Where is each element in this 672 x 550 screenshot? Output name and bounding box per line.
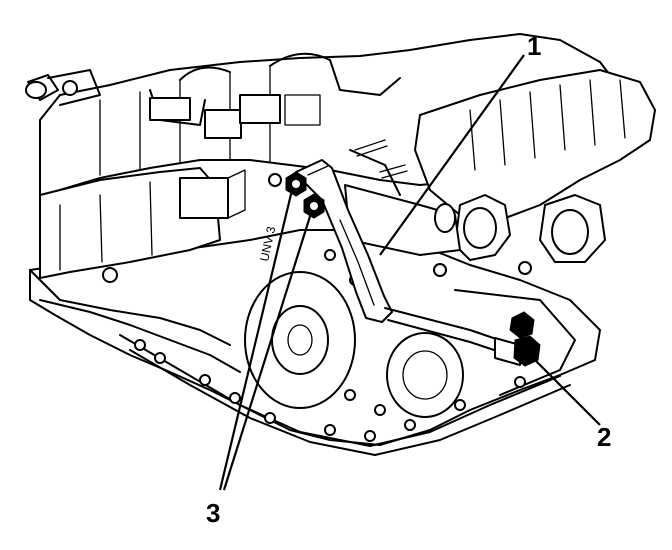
- callout-1: 1: [527, 31, 541, 61]
- callout-leaders: [218, 54, 601, 491]
- exhaust-manifold: [414, 69, 656, 263]
- bracket: [295, 159, 506, 353]
- leader-line-2: [529, 354, 601, 426]
- leader-line-1: [379, 54, 525, 256]
- callout-2: 2: [597, 422, 611, 452]
- callout-3: 3: [206, 498, 220, 528]
- transaxle-case: [29, 167, 601, 456]
- leader-line-3b: [222, 209, 314, 491]
- leader-line-3a: [218, 189, 294, 491]
